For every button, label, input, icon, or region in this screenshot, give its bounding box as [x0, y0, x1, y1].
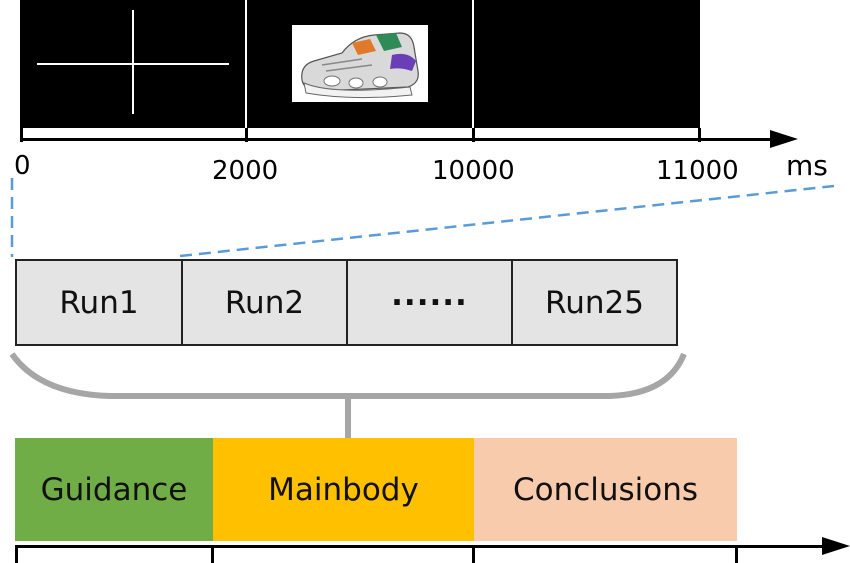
fixation-screen [20, 0, 247, 128]
phase-mainbody: Mainbody [213, 438, 474, 541]
tick-label-2000: 2000 [212, 156, 279, 186]
axis-tick [245, 128, 248, 142]
phase-axis-arrow-icon [822, 537, 850, 555]
axis-tick [20, 128, 23, 142]
run-cell: Run25 [511, 259, 678, 346]
blank-screen [474, 0, 700, 128]
run-ellipsis: ······ [346, 259, 513, 346]
phase-axis-tick [15, 545, 18, 563]
tick-label-10000: 10000 [432, 156, 515, 186]
phase-axis-tick [735, 545, 738, 563]
phase-axis [15, 545, 825, 548]
phase-guidance: Guidance [15, 438, 213, 541]
fixation-cross-vertical [132, 10, 134, 114]
screen-divider [472, 0, 474, 128]
unit-label: ms [786, 149, 828, 182]
time-axis-arrow-icon [770, 130, 798, 148]
time-axis [20, 138, 772, 141]
sneaker-image [292, 25, 428, 102]
axis-tick [472, 128, 475, 142]
phase-axis-tick [472, 545, 475, 563]
phase-conclusions: Conclusions [474, 438, 737, 541]
axis-tick [698, 128, 701, 142]
screen-divider [245, 0, 247, 128]
tick-label-0: 0 [14, 151, 31, 181]
tick-label-11000: 11000 [656, 156, 739, 186]
run-cell: Run1 [15, 259, 183, 346]
run-cell: Run2 [181, 259, 348, 346]
phase-axis-tick [211, 545, 214, 563]
